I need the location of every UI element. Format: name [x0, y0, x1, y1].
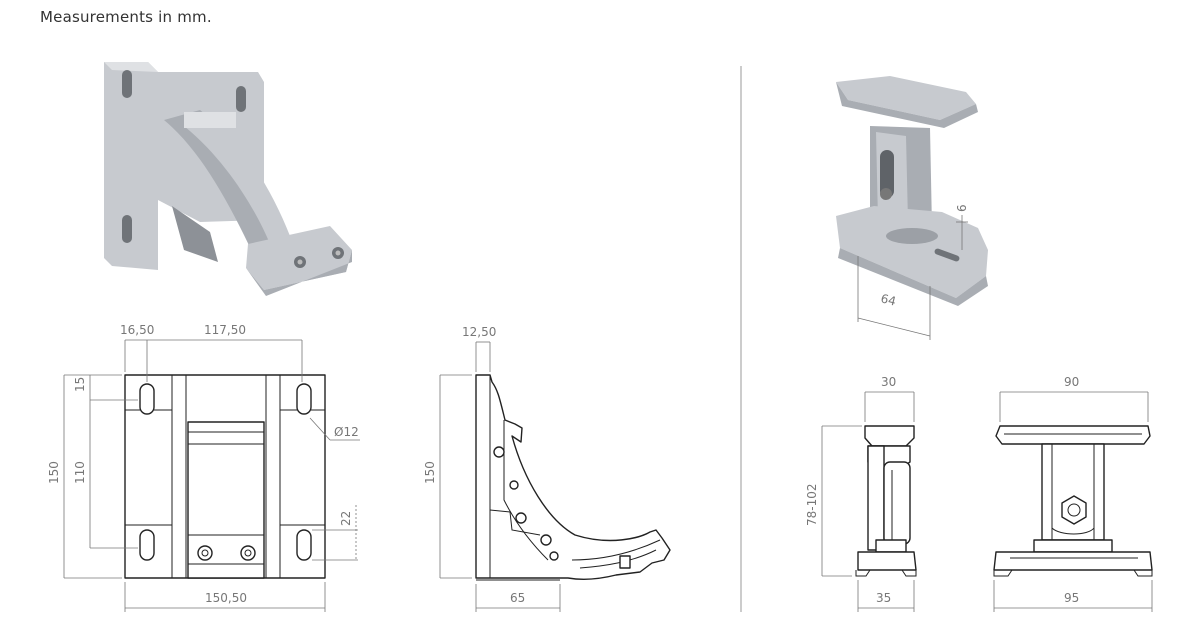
side-view-drawing	[475, 374, 671, 581]
dim-22: 22	[339, 511, 353, 526]
mount-front-view-drawing	[993, 425, 1153, 577]
dim-117-50: 117,50	[204, 323, 246, 337]
dim-12-50: 12,50	[462, 325, 496, 339]
mount-side-view-dimensions: 30 78-102 35	[805, 375, 915, 612]
dim-side-150: 150	[423, 461, 437, 484]
mount-side-view-drawing	[855, 425, 917, 577]
dim-150: 150	[47, 461, 61, 484]
caption: Measurements in mm.	[40, 8, 212, 26]
front-view-dimensions: 16,50 117,50 15 110 150 Ø12 22 150,50	[47, 323, 360, 612]
dim-90: 90	[1064, 375, 1079, 389]
mount-front-view-dimensions: 90 95	[993, 375, 1153, 612]
dim-110: 110	[73, 461, 87, 484]
dim-95: 95	[1064, 591, 1079, 605]
front-view-drawing	[124, 374, 326, 579]
dim-64: 64	[879, 291, 897, 308]
dim-35: 35	[876, 591, 891, 605]
dim-150-50: 150,50	[205, 591, 247, 605]
tilt-mount-render	[836, 76, 988, 306]
wall-bracket-render	[104, 62, 352, 296]
side-view-dimensions: 12,50 150 65	[423, 325, 561, 612]
tilt-mount-dimensions: 6 64	[857, 204, 969, 340]
dim-16-50: 16,50	[120, 323, 154, 337]
dim-diameter-12: Ø12	[334, 425, 359, 439]
dim-30: 30	[881, 375, 896, 389]
dim-78-102: 78-102	[805, 483, 819, 526]
dim-65: 65	[510, 591, 525, 605]
dim-6: 6	[955, 204, 969, 212]
dim-15: 15	[73, 377, 87, 392]
